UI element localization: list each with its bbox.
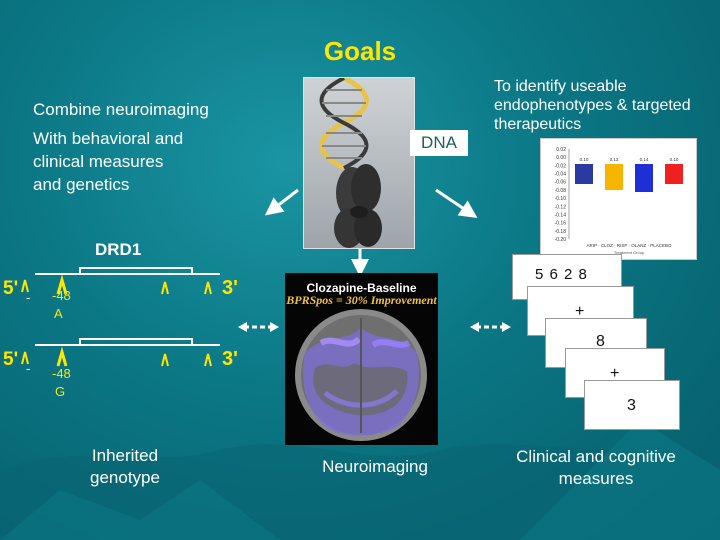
allele1-dash: - bbox=[26, 290, 31, 305]
mini-chart-y-tick: -0.08 bbox=[555, 188, 567, 194]
allele1-three-prime: 3' bbox=[222, 277, 238, 299]
mini-chart-bar-label: 0.10 bbox=[670, 157, 679, 162]
allele1-base: A bbox=[54, 306, 63, 321]
card-4-text: + bbox=[610, 365, 620, 382]
dna-label: DNA bbox=[410, 130, 468, 156]
allele2-base: G bbox=[55, 384, 66, 399]
card-2-text: + bbox=[575, 303, 585, 320]
gene-allele-1-diagram bbox=[21, 267, 220, 295]
mini-chart-y-tick: 0.02 bbox=[556, 147, 566, 153]
right-text-line-1: To identify useable bbox=[494, 78, 627, 95]
gene-name: DRD1 bbox=[95, 240, 142, 259]
card-5: 3 bbox=[584, 380, 680, 430]
mini-chart-bar-label: 0.10 bbox=[580, 157, 589, 162]
mini-chart-bar-label: 0.13 bbox=[610, 157, 619, 162]
brain-scan-image: Clozapine-Baseline BPRSpos = 30% Improve… bbox=[285, 273, 438, 445]
mini-chart-bar bbox=[605, 164, 623, 190]
mini-chart-y-tick: -0.04 bbox=[555, 172, 567, 178]
mini-chart-bar bbox=[635, 164, 653, 192]
left-text-line-4: and genetics bbox=[33, 175, 130, 194]
allele1-five-prime: 5' bbox=[3, 278, 19, 299]
mini-chart-y-tick: -0.18 bbox=[555, 229, 567, 235]
caption-genotype-line2: genotype bbox=[90, 468, 160, 487]
allele2-three-prime: 3' bbox=[222, 348, 238, 370]
mini-chart-y-tick: -0.06 bbox=[555, 180, 567, 186]
mini-chart-bar bbox=[665, 164, 683, 184]
gene-allele-2-diagram bbox=[21, 338, 220, 367]
card-3-text: 8 bbox=[596, 333, 605, 350]
mini-chart-y-tick: 0.00 bbox=[556, 155, 566, 161]
caption-clinical: Clinical and cognitive measures bbox=[492, 446, 700, 490]
dna-chromosome-image bbox=[303, 77, 415, 249]
mini-chart-y-tick: -0.16 bbox=[555, 221, 567, 227]
card-5-text: 3 bbox=[627, 397, 636, 414]
slide-title: Goals bbox=[323, 36, 397, 66]
allele2-position: -48 bbox=[52, 366, 71, 381]
mini-chart-bar-label: 0.14 bbox=[640, 157, 649, 162]
arrow-to-clinical bbox=[435, 188, 478, 219]
right-text-line-2: endophenotypes & targeted bbox=[494, 97, 691, 114]
brain-title: Clozapine-Baseline bbox=[306, 281, 417, 295]
caption-genotype: Inherited genotype bbox=[70, 445, 180, 489]
left-text-line-2: With behavioral and bbox=[33, 129, 184, 148]
mini-chart-y-tick: -0.14 bbox=[555, 212, 567, 218]
mini-chart-bar bbox=[575, 164, 593, 184]
card-1-text: 5 6 2 8 bbox=[535, 266, 588, 283]
allele2-five-prime: 5' bbox=[3, 349, 19, 370]
arrow-to-genotype bbox=[264, 188, 299, 216]
mini-bar-chart: 0.02 0.00 -0.02 -0.04 -0.06 -0.08 -0.10 -0.12 -0… bbox=[540, 138, 697, 260]
allele1-position: -48 bbox=[52, 288, 71, 303]
double-arrow-left bbox=[238, 322, 279, 332]
mini-chart-y-tick: -0.02 bbox=[555, 163, 567, 169]
caption-genotype-line1: Inherited bbox=[91, 446, 159, 465]
mini-chart-x-label: ARIP · CLOZ · RISP · OLANZ · PLACEBO bbox=[586, 243, 672, 248]
mini-chart-y-tick: -0.20 bbox=[555, 237, 567, 243]
mini-chart-x-sub: Treatment Group bbox=[614, 250, 645, 255]
right-text-line-3: therapeutics bbox=[494, 116, 582, 133]
left-text-line-3: clinical measures bbox=[33, 152, 164, 171]
caption-imaging: Neuroimaging bbox=[322, 457, 428, 476]
caption-clinical-line1: Clinical and cognitive bbox=[516, 447, 676, 466]
double-arrow-right bbox=[470, 322, 511, 332]
caption-clinical-line2: measures bbox=[558, 469, 634, 488]
brain-subtitle: BPRSpos = 30% Improvement bbox=[286, 293, 437, 307]
left-text-line-1: Combine neuroimaging bbox=[33, 100, 209, 119]
mini-chart-y-tick: -0.10 bbox=[555, 196, 567, 202]
allele2-dash: - bbox=[26, 361, 31, 376]
mini-chart-y-tick: -0.12 bbox=[555, 204, 567, 210]
